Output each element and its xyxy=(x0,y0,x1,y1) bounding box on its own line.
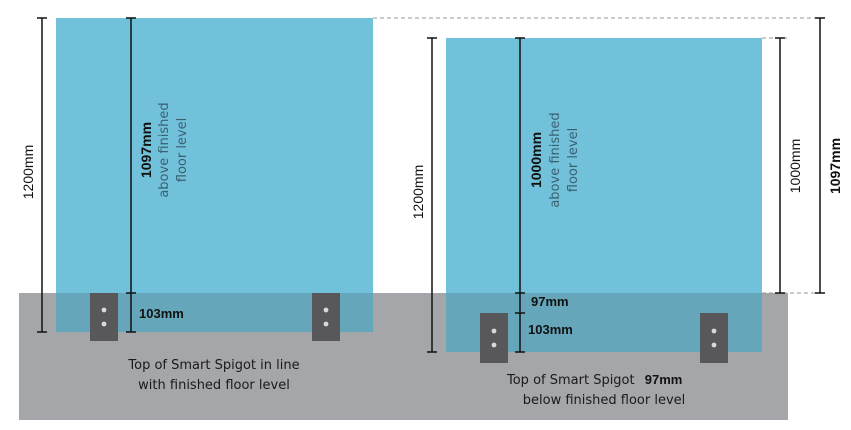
left-height-value: 1097mm xyxy=(138,122,154,178)
spigot-bolt xyxy=(711,328,717,334)
left-overall-dimension-line xyxy=(37,17,47,333)
left-caption-line2: with finished floor level xyxy=(138,378,290,393)
right-recess-depth-label: 97mm xyxy=(531,294,569,309)
right-side-outer-dimension-label: 1097mm xyxy=(827,138,843,194)
left-height-note-line1: above finished xyxy=(157,102,172,197)
left-diagram: 1200mm 1097mm above finished floor level… xyxy=(20,17,373,393)
right-embed-depth-label: 103mm xyxy=(528,322,573,337)
spigot-body xyxy=(90,293,118,341)
right-diagram: 1200mm 1000mm above finished floor level… xyxy=(373,17,843,408)
right-caption-line1-value: 97mm xyxy=(645,372,683,387)
right-caption-line2: below finished floor level xyxy=(523,393,686,408)
spigot-bolt xyxy=(101,307,107,313)
right-caption-line1-prefix: Top of Smart Spigot xyxy=(506,373,635,388)
right-height-value: 1000mm xyxy=(528,132,544,188)
spigot-bolt xyxy=(323,321,329,327)
right-side-outer-dimension-line xyxy=(815,17,825,294)
right-height-dimension-line xyxy=(515,37,525,353)
right-overall-dimension-label: 1200mm xyxy=(410,165,426,219)
spigot-bolt xyxy=(323,307,329,313)
left-spigot-1 xyxy=(90,293,118,341)
spigot-bolt xyxy=(101,321,107,327)
spigot-body xyxy=(480,313,508,363)
right-caption-line1: Top of Smart Spigot 97mm xyxy=(506,372,682,388)
right-height-note-line1: above finished xyxy=(548,112,563,207)
right-spigot-1 xyxy=(480,313,508,363)
right-overall-dimension-line xyxy=(427,37,437,353)
right-spigot-2 xyxy=(700,313,728,363)
left-glass-panel xyxy=(56,18,373,293)
left-embed-depth-label: 103mm xyxy=(139,306,184,321)
right-side-inner-dimension-line xyxy=(775,37,785,294)
spigot-bolt xyxy=(491,342,497,348)
spigot-bolt xyxy=(491,328,497,334)
right-height-note-line2: floor level xyxy=(566,128,581,193)
left-caption-line1: Top of Smart Spigot in line xyxy=(127,358,299,373)
left-height-dimension-line xyxy=(126,17,136,333)
spigot-body xyxy=(700,313,728,363)
right-glass-panel xyxy=(446,38,762,293)
left-spigot-2 xyxy=(312,293,340,341)
left-height-note-line2: floor level xyxy=(175,118,190,183)
right-side-inner-dimension-label: 1000mm xyxy=(787,139,803,193)
spigot-body xyxy=(312,293,340,341)
left-overall-dimension-label: 1200mm xyxy=(20,145,36,199)
spigot-bolt xyxy=(711,342,717,348)
